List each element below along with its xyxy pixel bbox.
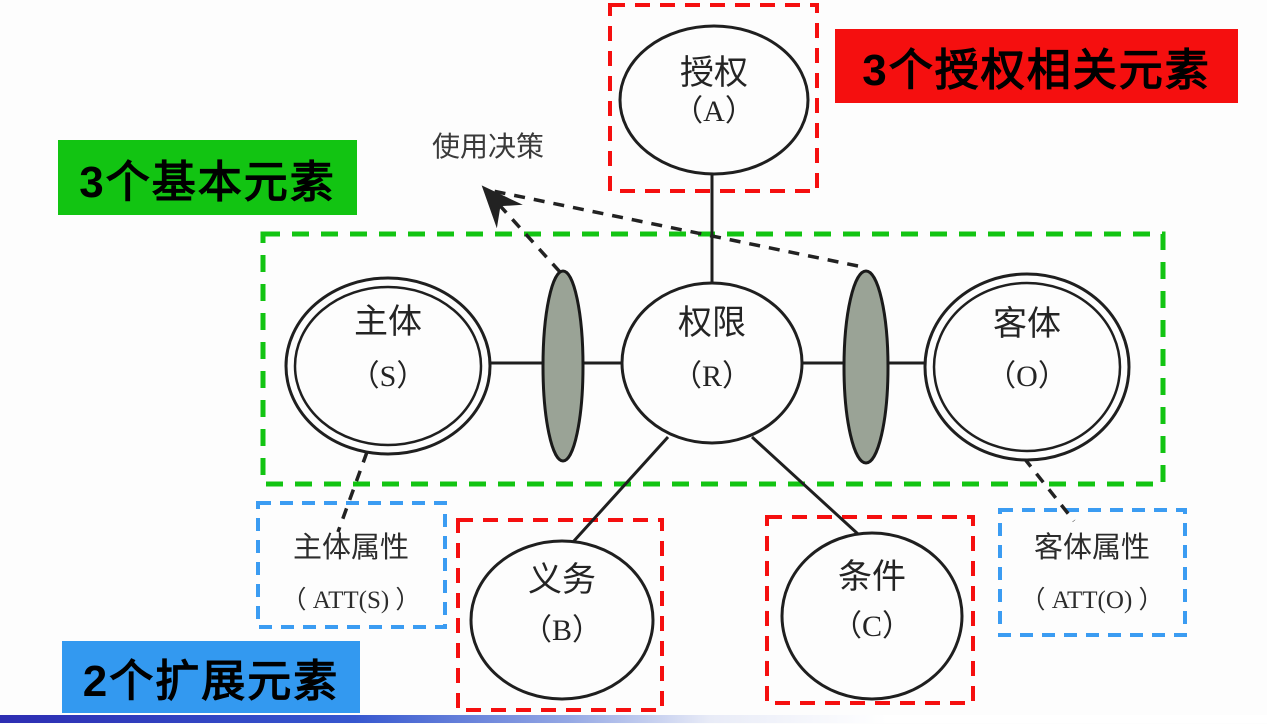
subject-attribute-box: [256, 501, 447, 629]
object-attribute-symbol: （ ATT(O) ）: [1020, 586, 1163, 614]
usage-decision-arrow-right: [487, 188, 859, 268]
edge-rights-condition: [750, 435, 860, 536]
object-symbol: （O）: [986, 360, 1068, 393]
condition-label: 条件: [838, 558, 906, 596]
extension-elements-tag-text: 2个扩展元素: [82, 657, 340, 706]
subject-attribute-link: [336, 451, 369, 533]
subject-circle-inner: [293, 285, 483, 447]
object-circle-outer: [923, 272, 1131, 462]
authorization-circle: [618, 24, 810, 176]
object-label: 客体: [993, 305, 1061, 343]
obligation-circle: [469, 539, 655, 701]
auth-related-elements-tag-text: 3个授权相关元素: [862, 46, 1211, 95]
obligation-symbol: （B）: [522, 614, 602, 647]
edge-rights-obligation: [571, 435, 670, 544]
subject-attribute-symbol: （ ATT(S) ）: [282, 586, 421, 614]
usage-decision-oval-left: [541, 269, 585, 463]
subject-symbol: （S）: [350, 360, 427, 393]
subject-attribute-title: 主体属性: [293, 531, 409, 564]
usage-decision-label: 使用决策: [432, 131, 544, 163]
authorization-group-box: [608, 3, 819, 193]
condition-group-box: [765, 515, 975, 705]
authorization-label: 授权: [680, 54, 748, 92]
obligation-label: 义务: [528, 561, 596, 599]
auth-related-elements-tag: 3个授权相关元素: [835, 29, 1238, 103]
usage-decision-arrow-left: [481, 185, 562, 274]
extension-elements-tag: 2个扩展元素: [62, 641, 360, 713]
rights-circle: [620, 281, 804, 445]
rights-label: 权限: [678, 304, 746, 342]
slide-bottom-gradient-bar: [0, 715, 1267, 723]
subject-circle-outer: [284, 276, 492, 456]
usage-decision-oval-right: [842, 269, 890, 465]
basic-elements-tag-text: 3个基本元素: [79, 157, 336, 207]
obligation-group-box: [456, 518, 664, 712]
basic-elements-tag: 3个基本元素: [58, 140, 357, 215]
authorization-symbol: （A）: [673, 95, 755, 128]
object-attribute-link: [1022, 456, 1076, 523]
object-attribute-box: [998, 508, 1187, 637]
object-circle-inner: [932, 281, 1122, 453]
condition-symbol: （C）: [832, 610, 912, 643]
condition-circle: [780, 531, 964, 701]
subject-label: 主体: [354, 304, 422, 341]
rights-symbol: （R）: [672, 360, 752, 393]
object-attribute-title: 客体属性: [1034, 531, 1150, 564]
